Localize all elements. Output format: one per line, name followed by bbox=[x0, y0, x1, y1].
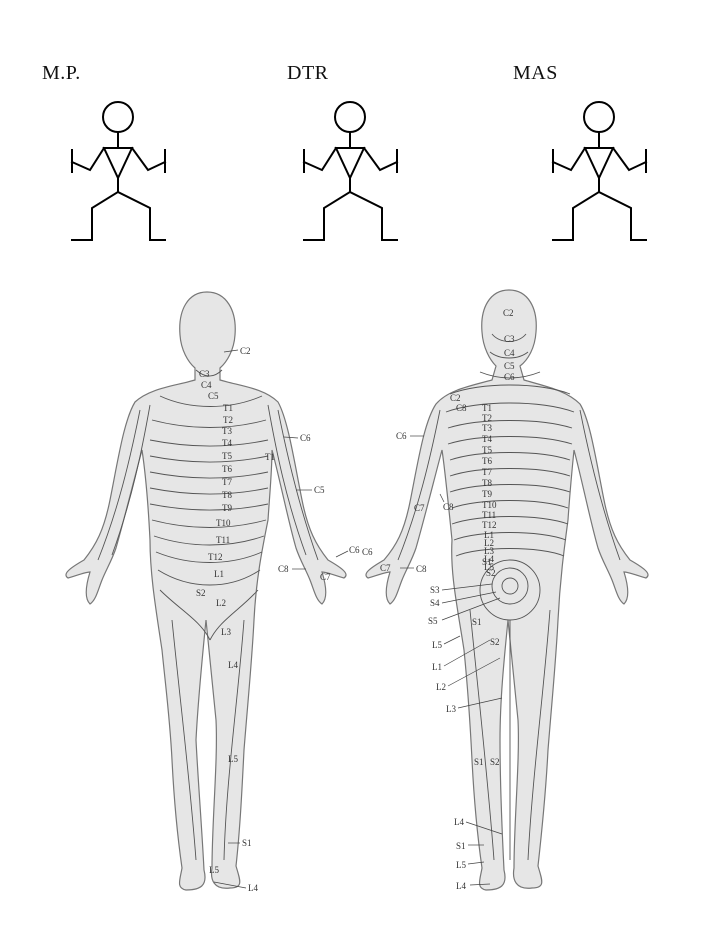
label-front-c6-arm: C6 bbox=[300, 433, 311, 443]
label-back-t2: T2 bbox=[482, 413, 492, 423]
label-front-c8-hand: C8 bbox=[278, 564, 289, 574]
header-mas: MAS bbox=[513, 62, 558, 84]
label-front-t11: T11 bbox=[216, 535, 230, 545]
label-front-t10: T10 bbox=[216, 518, 231, 528]
label-front-t1: T1 bbox=[223, 403, 233, 413]
label-back-c8-hand: C8 bbox=[416, 564, 427, 574]
label-front-l4-foot: L4 bbox=[248, 883, 258, 893]
label-front-s2: S2 bbox=[196, 588, 206, 598]
label-back-s1-hip: S1 bbox=[472, 617, 482, 627]
label-back-c6: C6 bbox=[504, 372, 515, 382]
label-back-l3: L3 bbox=[484, 546, 494, 556]
back-body-figure bbox=[365, 289, 649, 891]
front-body-figure bbox=[65, 291, 347, 891]
label-front-c5: C5 bbox=[208, 391, 219, 401]
label-back-t11: T11 bbox=[482, 510, 496, 520]
label-back-t9: T9 bbox=[482, 489, 492, 499]
label-back-c8: C8 bbox=[456, 403, 467, 413]
label-back-l4: L4 bbox=[484, 554, 494, 564]
label-back-c3: C3 bbox=[504, 334, 515, 344]
label-front-t6: T6 bbox=[222, 464, 232, 474]
label-back-c2b: C2 bbox=[450, 393, 461, 403]
label-back-l4-foot: L4 bbox=[456, 881, 466, 891]
label-front-c2: C2 bbox=[240, 346, 251, 356]
label-back-s2-calf: S2 bbox=[490, 757, 500, 767]
label-front-t2: T2 bbox=[223, 415, 233, 425]
label-back-c5: C5 bbox=[504, 361, 515, 371]
label-back-t4: T4 bbox=[482, 434, 492, 444]
back-labels: C2 C3 C4 C5 C6 C2 C8 T1 T2 T3 T4 T5 T6 T… bbox=[362, 308, 515, 891]
label-back-s2: S2 bbox=[486, 568, 496, 578]
label-back-t6: T6 bbox=[482, 456, 492, 466]
label-front-s1: S1 bbox=[242, 838, 252, 848]
header-dtr: DTR bbox=[287, 62, 329, 84]
label-front-c3: C3 bbox=[199, 369, 210, 379]
label-back-t3: T3 bbox=[482, 423, 492, 433]
label-front-t3: T3 bbox=[222, 426, 232, 436]
header-mp: M.P. bbox=[42, 62, 81, 84]
label-back-t10: T10 bbox=[482, 500, 497, 510]
label-front-c5-arm: C5 bbox=[314, 485, 325, 495]
label-front-t9: T9 bbox=[222, 503, 232, 513]
label-back-c2: C2 bbox=[503, 308, 514, 318]
label-back-c7-hand: C7 bbox=[380, 563, 391, 573]
label-back-s1-ankle: S1 bbox=[456, 841, 466, 851]
label-front-l2: L2 bbox=[216, 598, 226, 608]
label-back-l1: L1 bbox=[484, 530, 494, 540]
label-back-s4: S4 bbox=[430, 598, 440, 608]
label-back-l5: L5 bbox=[484, 562, 494, 572]
label-back-s5: S5 bbox=[428, 616, 438, 626]
stick-figure-dtr bbox=[302, 101, 399, 241]
label-back-t5: T5 bbox=[482, 445, 492, 455]
label-back-s3: S3 bbox=[430, 585, 440, 595]
label-front-t1-arm: T1 bbox=[265, 452, 275, 462]
label-front-l1: L1 bbox=[214, 569, 224, 579]
label-back-c8-arm: C8 bbox=[443, 502, 454, 512]
label-front-c7-hand: C7 bbox=[320, 572, 331, 582]
label-back-l4-ankle: L4 bbox=[454, 817, 464, 827]
label-front-c4: C4 bbox=[201, 380, 212, 390]
label-back-l3-leg: L3 bbox=[446, 704, 456, 714]
stick-figure-mp bbox=[70, 101, 167, 241]
label-back-s1: S1 bbox=[482, 557, 492, 567]
label-back-s1-calf: S1 bbox=[474, 757, 484, 767]
label-back-c6-hand: C6 bbox=[362, 547, 373, 557]
label-back-t7: T7 bbox=[482, 467, 492, 477]
label-back-l2: L2 bbox=[484, 538, 494, 548]
label-back-l5-ankle: L5 bbox=[456, 860, 466, 870]
label-front-t4: T4 bbox=[222, 438, 232, 448]
label-front-l5-foot: L5 bbox=[209, 865, 219, 875]
label-front-t5: T5 bbox=[222, 451, 232, 461]
label-front-t12: T12 bbox=[208, 552, 223, 562]
label-front-t7: T7 bbox=[222, 477, 232, 487]
label-front-c6-hand: C6 bbox=[349, 545, 360, 555]
label-front-l5: L5 bbox=[228, 754, 238, 764]
front-labels: C2 C3 C4 C5 T1 T2 T3 T4 T5 T6 T7 T8 T9 T… bbox=[196, 346, 360, 893]
label-back-t8: T8 bbox=[482, 478, 492, 488]
label-back-l5-hip: L5 bbox=[432, 640, 442, 650]
label-back-l2-leg: L2 bbox=[436, 682, 446, 692]
label-front-l4: L4 bbox=[228, 660, 238, 670]
label-back-c7-arm: C7 bbox=[414, 503, 425, 513]
label-back-c6-arm: C6 bbox=[396, 431, 407, 441]
stick-figure-mas bbox=[551, 101, 648, 241]
label-back-t12: T12 bbox=[482, 520, 497, 530]
label-front-l3: L3 bbox=[221, 627, 231, 637]
label-back-t1: T1 bbox=[482, 403, 492, 413]
label-back-c4: C4 bbox=[504, 348, 515, 358]
label-front-t8: T8 bbox=[222, 490, 232, 500]
label-back-l1-leg: L1 bbox=[432, 662, 442, 672]
label-back-s2-hip: S2 bbox=[490, 637, 500, 647]
